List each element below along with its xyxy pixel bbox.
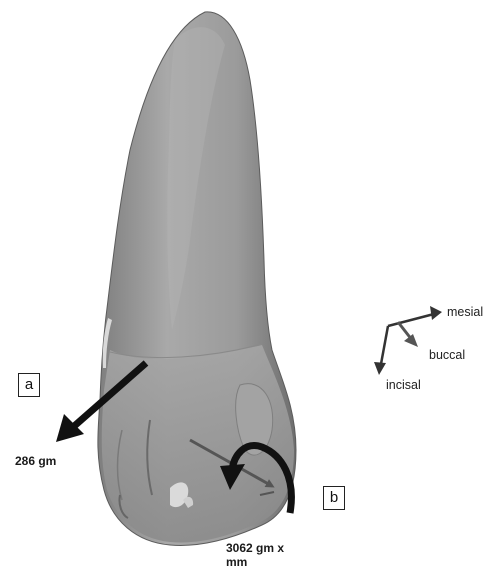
- force-magnitude-label: 286 gm: [15, 454, 56, 468]
- label-box-b: b: [323, 486, 345, 510]
- mesial-arrowhead: [430, 306, 442, 320]
- buccal-arrowhead: [404, 334, 418, 347]
- orientation-axes: [374, 306, 442, 375]
- label-box-a: a: [18, 373, 40, 397]
- incisal-arrowhead: [374, 362, 386, 375]
- tooth-model: [98, 12, 296, 546]
- axis-label-mesial: mesial: [447, 305, 483, 319]
- axis-label-buccal: buccal: [429, 348, 465, 362]
- moment-magnitude-label-line1: 3062 gm x: [226, 541, 284, 555]
- moment-magnitude-label-line2: mm: [226, 555, 247, 569]
- axis-label-incisal: incisal: [386, 378, 421, 392]
